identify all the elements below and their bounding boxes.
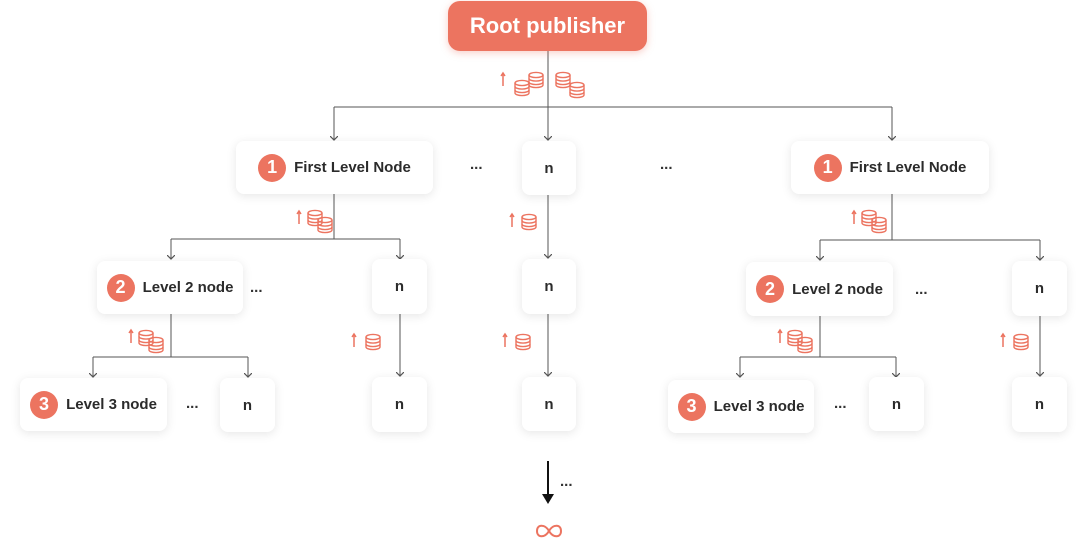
n-node: n: [1012, 261, 1067, 316]
ellipsis: ...: [470, 156, 483, 173]
node-label: Level 3 node: [66, 396, 157, 413]
ellipsis: ...: [186, 395, 199, 412]
n-node: n: [522, 377, 576, 431]
upload-arrow-icon: [502, 333, 508, 348]
n-node: n: [522, 259, 576, 314]
database-stack-icon: [514, 71, 544, 97]
database-stack-icon: [1013, 333, 1029, 351]
database-stack-icon: [138, 329, 164, 354]
n-node: n: [1012, 377, 1067, 432]
n-label: n: [891, 395, 902, 413]
level-badge: 1: [813, 153, 842, 182]
upload-arrow-icon: [500, 72, 506, 87]
upload-arrow-icon: [777, 329, 783, 344]
n-label: n: [544, 395, 554, 413]
ellipsis: ...: [660, 156, 673, 173]
database-stack-icon: [515, 333, 531, 351]
root-publisher-label: Root publisher: [469, 13, 626, 38]
n-label: n: [1034, 280, 1045, 297]
level-badge: 2: [756, 275, 785, 303]
node-label: Level 2 node: [792, 280, 883, 298]
upload-arrow-icon: [851, 210, 857, 225]
ellipsis: ...: [915, 281, 928, 298]
ellipsis: ...: [250, 279, 263, 296]
n-label: n: [1034, 396, 1045, 413]
node-label: Level 3 node: [713, 398, 805, 415]
node-label: First Level Node: [294, 159, 411, 176]
level-2-node-right: 2 Level 2 node: [746, 262, 893, 316]
level-badge: 3: [30, 390, 59, 419]
upload-arrow-icon: [128, 329, 134, 344]
level-badge: 1: [258, 153, 287, 182]
infinity-icon: [535, 524, 563, 538]
n-node: n: [372, 377, 427, 432]
database-stack-icon: [307, 209, 333, 234]
upload-arrow-icon: [509, 213, 515, 228]
database-stack-icon: [365, 333, 381, 351]
level-2-node-left: 2 Level 2 node: [97, 261, 243, 314]
upload-arrow-icon: [351, 333, 357, 348]
n-node: n: [522, 141, 576, 195]
level-badge: 2: [106, 273, 135, 302]
ellipsis: ...: [834, 395, 847, 412]
database-stack-icon: [787, 329, 813, 354]
node-label: Level 2 node: [142, 279, 234, 296]
n-label: n: [544, 278, 554, 295]
database-stack-icon: [555, 71, 585, 99]
upload-arrow-icon: [1000, 333, 1006, 348]
n-label: n: [394, 278, 405, 295]
root-publisher-node: Root publisher: [448, 1, 647, 51]
level-3-node-left: 3 Level 3 node: [20, 378, 167, 431]
n-node: n: [220, 378, 275, 432]
database-stack-icon: [521, 213, 537, 231]
n-label: n: [394, 396, 405, 413]
first-level-node-right: 1 First Level Node: [791, 141, 989, 194]
node-label: First Level Node: [849, 159, 967, 176]
ellipsis: ...: [560, 473, 573, 490]
n-node: n: [372, 259, 427, 314]
n-label: n: [544, 159, 554, 177]
n-node: n: [869, 377, 924, 431]
upload-arrow-icon: [296, 210, 302, 225]
n-label: n: [242, 396, 253, 414]
first-level-node-left: 1 First Level Node: [236, 141, 433, 194]
database-stack-icon: [861, 209, 887, 234]
level-3-node-right: 3 Level 3 node: [668, 380, 814, 433]
level-badge: 3: [677, 392, 706, 421]
